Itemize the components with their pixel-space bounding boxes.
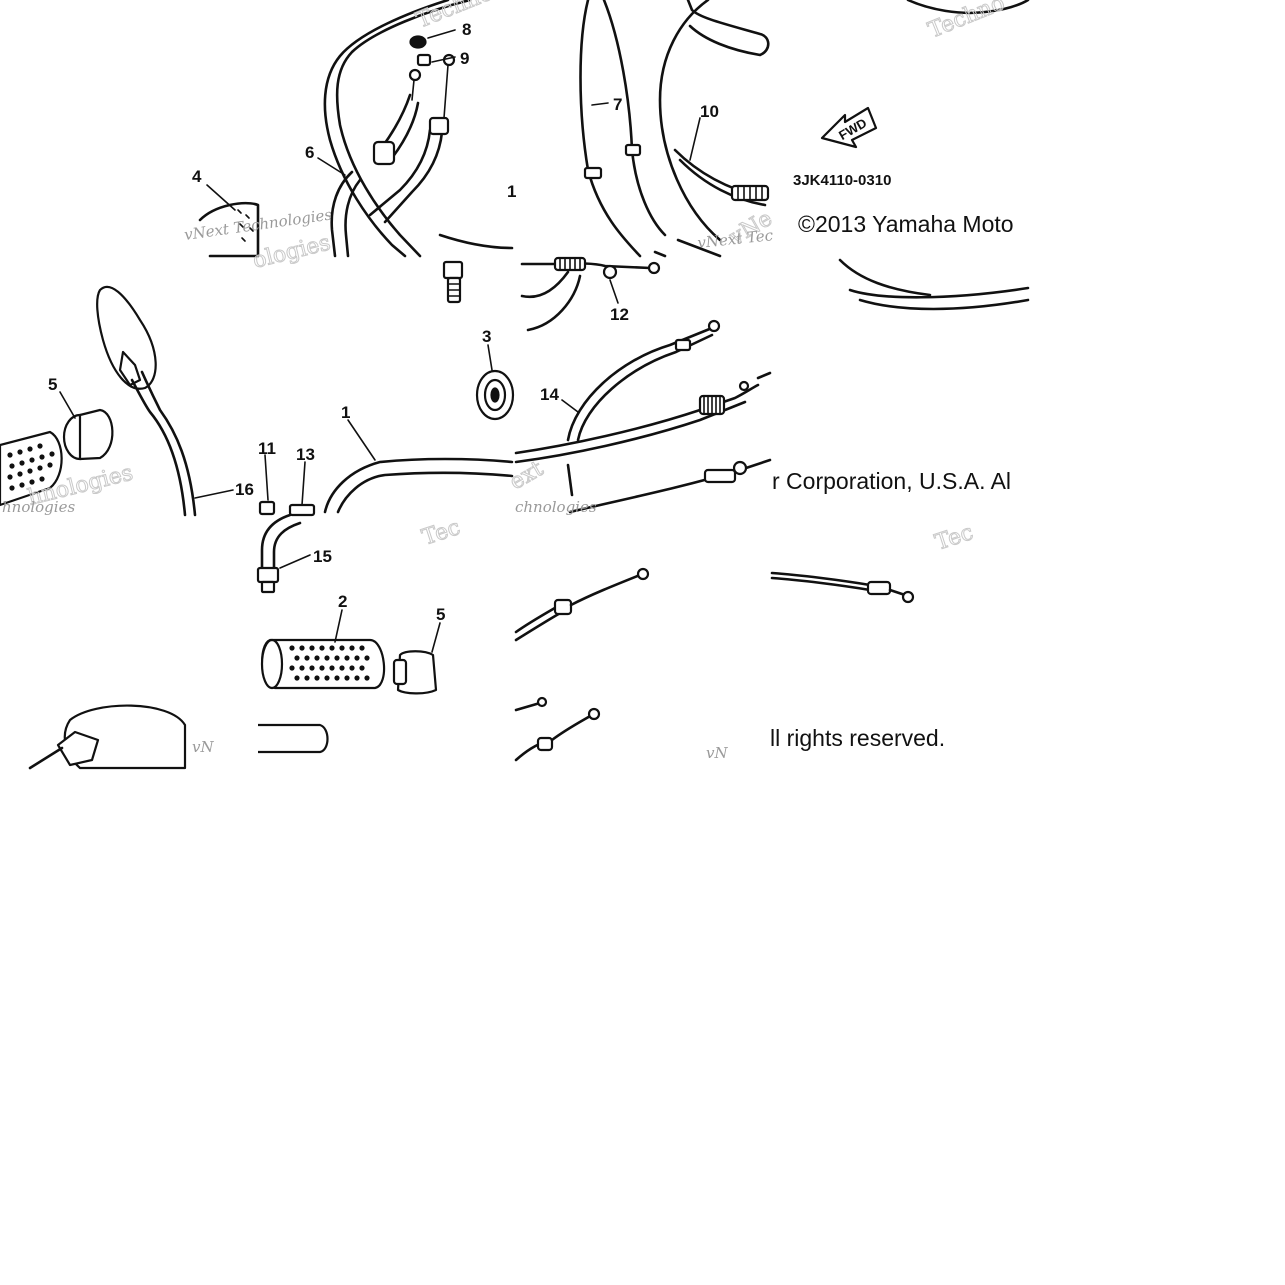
callout-5-right: 5 (436, 605, 445, 624)
handlebar-1-lower (323, 457, 514, 514)
mirror-lower-left (28, 704, 187, 770)
callout-13: 13 (296, 445, 315, 464)
throttle-cable-upper (368, 35, 456, 224)
cable-tile11 (770, 571, 915, 604)
grip-2 (260, 638, 386, 690)
callout-6: 6 (305, 143, 314, 162)
handle-grip-top (686, 0, 770, 57)
switch-stem (442, 260, 464, 304)
fwd-arrow: FWD (820, 106, 878, 149)
cable-7 (579, 0, 667, 258)
cable-14 (514, 319, 772, 464)
callout-15: 15 (313, 547, 332, 566)
copyright-part1: ©2013 Yamaha Moto (798, 211, 1014, 237)
cable-tile10-upper (514, 567, 650, 642)
grommet-3 (475, 369, 515, 421)
grip-left-dotted (0, 430, 63, 507)
callout-1-lower: 1 (341, 403, 350, 422)
callout-1-upper: 1 (507, 182, 516, 201)
cable-12 (520, 256, 661, 332)
watermark-13: vN (192, 738, 214, 756)
callout-11: 11 (258, 439, 276, 458)
callout-labels: 8 9 6 4 1 7 10 12 3 14 1 11 13 16 5 15 2… (48, 20, 719, 624)
cable-lower-right (566, 458, 772, 514)
upper-right-cable (906, 0, 1030, 15)
cable-6 (330, 170, 362, 258)
copyright-part2: r Corporation, U.S.A. Al (772, 468, 1011, 494)
bar-end-tube (258, 723, 329, 754)
watermark-6: ologies (250, 230, 333, 273)
callout-5-left: 5 (48, 375, 57, 394)
end-cap-5-left (62, 408, 114, 461)
callout-7: 7 (613, 95, 622, 114)
end-cap-5-right (392, 650, 438, 695)
switch-15 (256, 513, 302, 594)
grip-4-left (198, 201, 260, 258)
callout-16: 16 (235, 480, 254, 499)
watermark-14: vN (706, 744, 728, 762)
callout-2: 2 (338, 592, 347, 611)
watermark-12: Tec (932, 520, 976, 556)
switch-11-13 (258, 500, 316, 517)
mirror-16 (96, 285, 197, 517)
watermark-10: chnologies (515, 498, 597, 516)
watermark-11: Tec (419, 515, 463, 551)
callout-4: 4 (192, 167, 202, 186)
part-code: 3JK4110-0310 (793, 172, 891, 189)
watermark-2: Techno (925, 0, 1008, 44)
callout-12: 12 (610, 305, 629, 324)
watermark-1: Techno (413, 0, 496, 34)
cable-tile10-lower (514, 696, 601, 762)
callout-8: 8 (462, 20, 471, 39)
cable-tile7 (838, 258, 1030, 311)
watermark-8: hnologies (2, 498, 75, 516)
callout-3: 3 (482, 327, 491, 346)
callout-9: 9 (460, 49, 469, 68)
copyright-part3: ll rights reserved. (770, 725, 945, 751)
cable-10 (658, 0, 770, 242)
handlebar-bend-upper (323, 0, 472, 258)
callout-10: 10 (700, 102, 719, 121)
tile1-center-bar (438, 233, 514, 250)
leader-lines (59, 29, 701, 653)
callout-14: 14 (540, 385, 559, 404)
tile2-bottom-cable (653, 238, 722, 258)
